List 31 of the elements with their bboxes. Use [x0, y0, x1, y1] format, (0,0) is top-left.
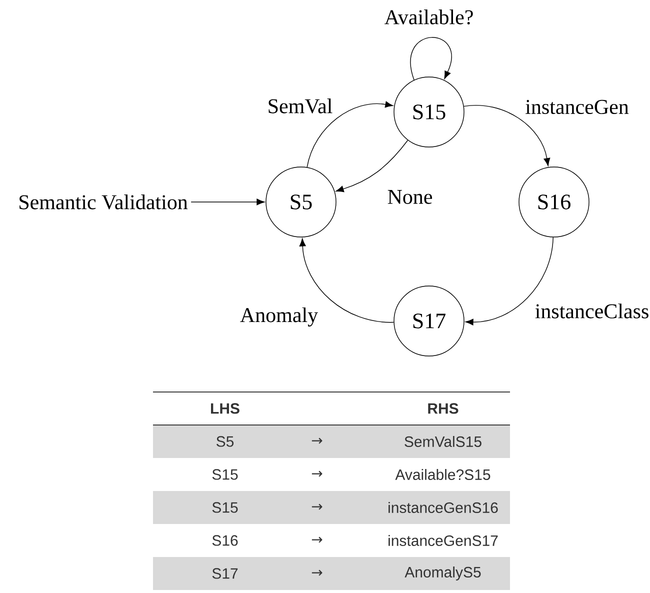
start-label: Semantic Validation	[20, 194, 188, 210]
arrow-symbol: →	[312, 570, 322, 576]
table-cell: S15	[212, 502, 238, 513]
edge-label: instanceClass	[535, 304, 648, 318]
arrow-symbol: →	[312, 536, 322, 543]
table-cell: instanceGenS17	[388, 534, 498, 546]
column-header: LHS	[211, 403, 240, 414]
table-cell: SemValS15	[404, 436, 482, 447]
arrow	[190, 198, 265, 206]
edge-label: instanceGen	[526, 100, 629, 114]
table-cell: S5	[216, 436, 234, 447]
arrow	[410, 37, 452, 80]
arrow	[465, 236, 554, 326]
table-cell: S17	[212, 568, 238, 579]
arrow-symbol: →	[312, 438, 322, 444]
edge-label: Available?	[384, 10, 473, 24]
table-cell: Available?S15	[395, 468, 490, 480]
edge-label: Anomaly	[240, 307, 318, 327]
table-cell: S16	[212, 535, 238, 546]
arrow-symbol: →	[312, 470, 322, 477]
arrow	[336, 140, 408, 192]
table-cell: instanceGenS16	[388, 502, 498, 513]
arrow	[299, 238, 394, 323]
arrow	[464, 105, 550, 166]
arrow	[306, 101, 394, 168]
edge-label: None	[388, 190, 432, 204]
edge-label: SemVal	[268, 98, 332, 114]
column-header: RHS	[428, 403, 458, 414]
arrow-symbol: →	[312, 504, 322, 510]
table-cell: AnomalyS5	[404, 566, 481, 580]
table-cell: S15	[212, 469, 238, 480]
